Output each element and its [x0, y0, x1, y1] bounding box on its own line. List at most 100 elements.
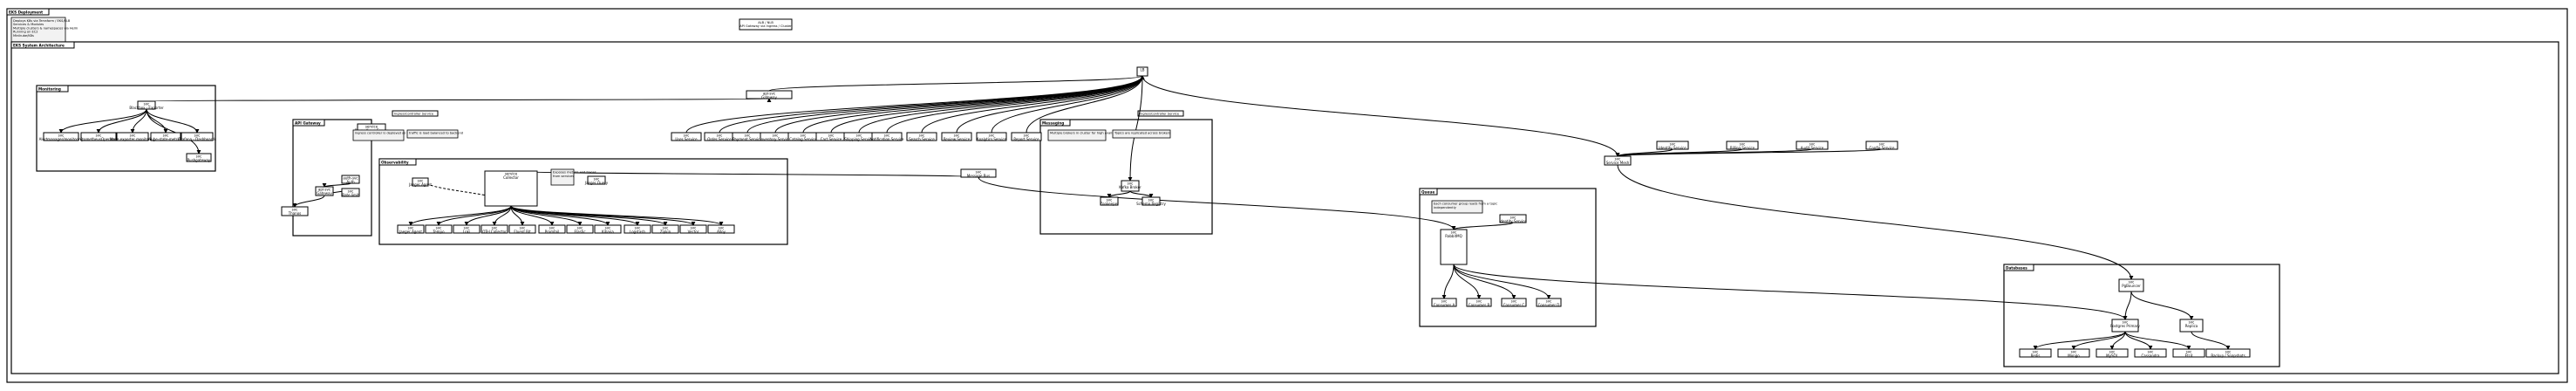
queue-package	[1419, 188, 1597, 327]
edge	[1453, 264, 1482, 299]
lb-hub-label: LB	[1141, 68, 1145, 72]
edge	[886, 75, 1145, 134]
edge	[719, 75, 1145, 134]
edge	[1453, 264, 2128, 320]
edge	[956, 75, 1145, 134]
observability-title: Observability	[381, 161, 409, 165]
edge	[858, 75, 1145, 134]
edge	[1026, 75, 1145, 134]
edge	[1617, 164, 2134, 280]
edge	[830, 75, 1145, 134]
edge	[991, 75, 1145, 134]
edge	[146, 108, 168, 134]
api-note-2: traffic is load balanced to backend	[406, 129, 463, 139]
edge	[464, 205, 512, 226]
edge	[768, 75, 1145, 92]
svg-text:IngressController Service: IngressController Service	[1140, 113, 1180, 116]
edge	[146, 108, 200, 134]
edge	[510, 205, 724, 226]
edge	[2130, 291, 2194, 320]
edge	[921, 75, 1145, 134]
edge	[58, 108, 147, 134]
msg-note-2: Topics are replicated across brokers	[1112, 129, 1171, 139]
edge	[146, 98, 770, 103]
api-note-1-label: ingress controller is deployed as load b…	[355, 132, 428, 135]
outer-frame	[6, 8, 2568, 383]
edge	[510, 205, 668, 226]
svg-text:IngressController Service: IngressController Service	[394, 113, 434, 116]
edge	[802, 75, 1145, 134]
edge	[510, 205, 696, 226]
queue-title: Queue	[1421, 190, 1435, 195]
edge	[2123, 291, 2132, 320]
monitoring-title: Monitoring	[38, 87, 61, 92]
edge	[2124, 331, 2153, 350]
